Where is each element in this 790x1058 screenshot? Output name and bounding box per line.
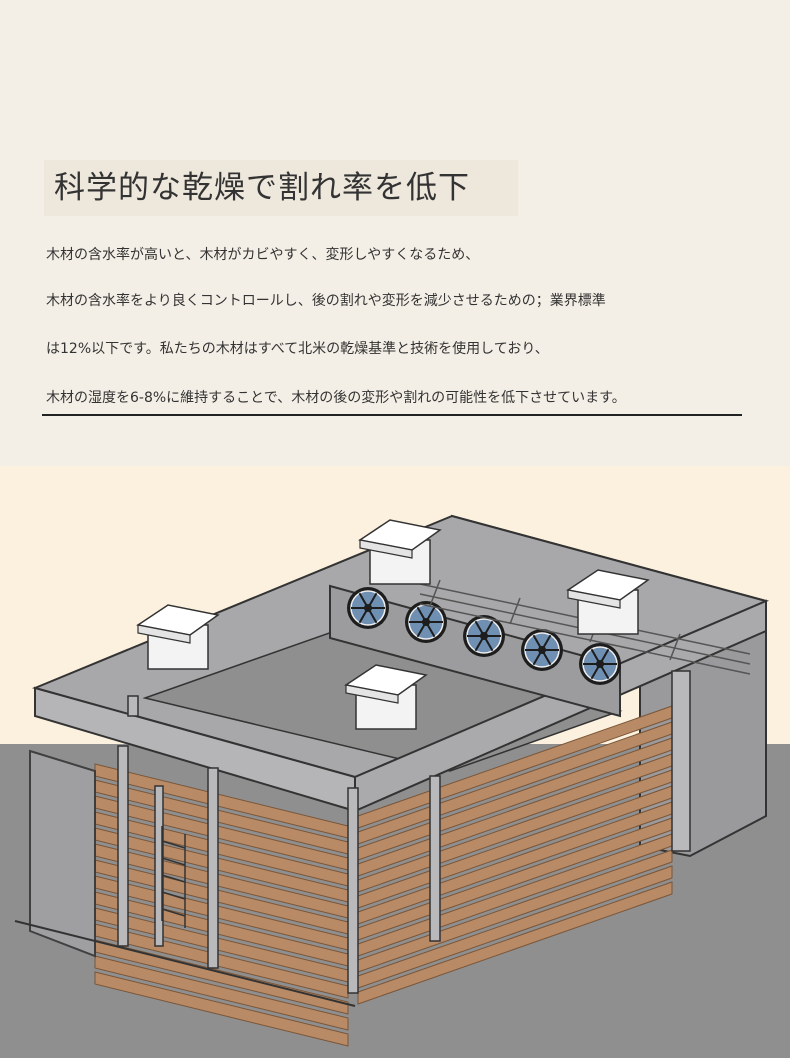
kiln-illustration bbox=[0, 466, 790, 1058]
wood-plank bbox=[94, 971, 349, 1047]
wood-plank bbox=[357, 881, 673, 1005]
page-heading: 科学的な乾燥で割れ率を低下 bbox=[54, 170, 470, 206]
ladder bbox=[161, 826, 186, 928]
heading-backdrop bbox=[44, 160, 518, 216]
underline-rule bbox=[42, 414, 742, 416]
roof-vent bbox=[136, 604, 220, 670]
fan-group bbox=[347, 587, 621, 685]
left-wall bbox=[29, 749, 96, 958]
paragraph-line-1: 木材の含水率が高いと、木材がカビやすく、変形しやすくなるため、 bbox=[46, 247, 480, 263]
fan-icon bbox=[521, 629, 563, 671]
front-posts bbox=[117, 670, 691, 994]
wood-plank bbox=[94, 955, 349, 1031]
paragraph-line-2: 木材の含水率をより良くコントロールし、後の割れや変形を減少させるための；業界標準 bbox=[46, 293, 606, 309]
roof-vent bbox=[358, 519, 442, 585]
roof-vent bbox=[344, 664, 428, 730]
base-line bbox=[14, 920, 356, 1007]
fan-icon bbox=[347, 587, 389, 629]
vent-group bbox=[136, 519, 650, 730]
paragraph-line-4: 木材の湿度を6-8%に維持することで、木材の後の変形や割れの可能性を低下させてい… bbox=[46, 390, 626, 406]
roof-vent bbox=[566, 569, 650, 635]
fan-icon bbox=[579, 643, 621, 685]
fan-icon bbox=[463, 615, 505, 657]
fan-icon bbox=[405, 601, 447, 643]
text-section bbox=[0, 0, 790, 466]
paragraph-line-3: は12%以下です。私たちの木材はすべて北米の乾燥基準と技術を使用しており、 bbox=[46, 341, 549, 357]
